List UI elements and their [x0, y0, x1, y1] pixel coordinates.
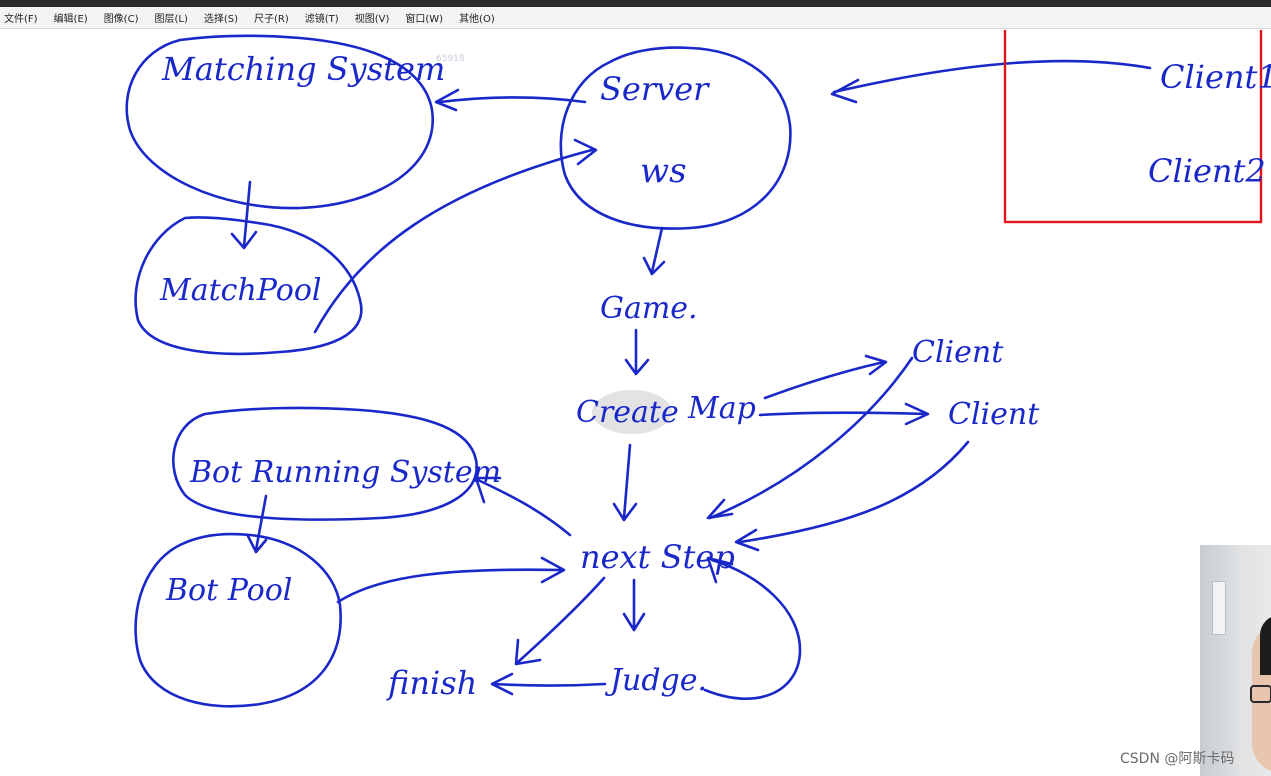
bot-pool-ellipse — [134, 532, 342, 708]
arrow-next-to-bot-running — [474, 476, 572, 537]
judge-label: Judge. — [604, 663, 707, 698]
arrow-map-to-client-a — [763, 354, 888, 400]
arrow-bot-running-to-pool — [246, 494, 268, 554]
arrow-next-to-judge — [622, 578, 646, 632]
map-label: Map — [687, 391, 756, 426]
selection-rectangle[interactable] — [1003, 30, 1263, 224]
match-pool-ellipse — [134, 216, 363, 356]
ws-label: ws — [640, 151, 687, 191]
match-pool-label: MatchPool — [159, 273, 321, 308]
menu-ruler[interactable]: 尺子(R) — [254, 14, 289, 25]
faint-label: 65918 — [436, 54, 465, 64]
menu-view[interactable]: 视图(V) — [354, 14, 390, 25]
arrow-map-to-client-b — [758, 402, 930, 426]
arrow-client-a-to-next — [706, 356, 914, 520]
menu-window[interactable]: 窗口(W) — [405, 14, 444, 25]
presenter-glasses — [1250, 685, 1271, 703]
menu-select[interactable]: 选择(S) — [203, 14, 239, 25]
game-label: Game. — [600, 291, 698, 326]
arrow-client-b-to-next — [734, 440, 970, 552]
arrow-matching-to-pool — [230, 180, 258, 250]
wall-socket — [1212, 581, 1226, 635]
whiteboard-diagram: 65918 Matching System MatchPool Server w… — [125, 30, 1271, 708]
arrow-judge-to-finish — [490, 672, 607, 696]
presenter-hair — [1260, 615, 1271, 675]
arrow-next-to-finish — [514, 576, 606, 666]
client1-label: Client1 — [1160, 58, 1271, 96]
arrow-server-to-game — [642, 226, 666, 276]
drawing-canvas[interactable]: 65918 Matching System MatchPool Server w… — [0, 30, 1271, 776]
menu-file[interactable]: 文件(F) — [4, 14, 38, 25]
server-label: Server — [600, 70, 710, 108]
bot-running-system-ellipse — [172, 406, 479, 521]
server-ellipse — [559, 46, 792, 230]
window-top-bar — [0, 0, 1271, 7]
client-b-label: Client — [948, 397, 1040, 432]
client2-label: Client2 — [1148, 152, 1266, 190]
menu-other[interactable]: 其他(O) — [459, 14, 495, 25]
webcam-overlay — [1200, 545, 1271, 776]
client-a-label: Client — [912, 335, 1004, 370]
watermark-text: CSDN @阿斯卡码 — [1120, 751, 1235, 767]
menu-image[interactable]: 图像(C) — [103, 14, 139, 25]
bot-running-system-label: Bot Running System — [189, 455, 501, 490]
menu-bar: 文件(F) 编辑(E) 图像(C) 图层(L) 选择(S) 尺子(R) 滤镜(T… — [0, 7, 1271, 29]
arrow-server-to-matching — [434, 88, 587, 112]
create-label: Create — [576, 395, 679, 430]
arrow-client-to-server — [830, 59, 1152, 104]
arrow-judge-loop-to-next — [703, 556, 802, 700]
arrow-create-to-next — [612, 443, 638, 522]
arrow-game-to-create — [624, 328, 650, 376]
matching-system-ellipse — [125, 34, 435, 210]
finish-label: finish — [386, 664, 477, 702]
menu-filter[interactable]: 滤镜(T) — [304, 14, 339, 25]
menu-edit[interactable]: 编辑(E) — [53, 14, 88, 25]
matching-system-label: Matching System — [161, 50, 445, 88]
menu-layer[interactable]: 图层(L) — [154, 14, 188, 25]
arrow-pool-to-ws — [313, 138, 598, 334]
bot-pool-label: Bot Pool — [165, 573, 292, 608]
create-highlight — [592, 390, 672, 434]
arrow-bot-pool-to-next — [336, 556, 566, 604]
